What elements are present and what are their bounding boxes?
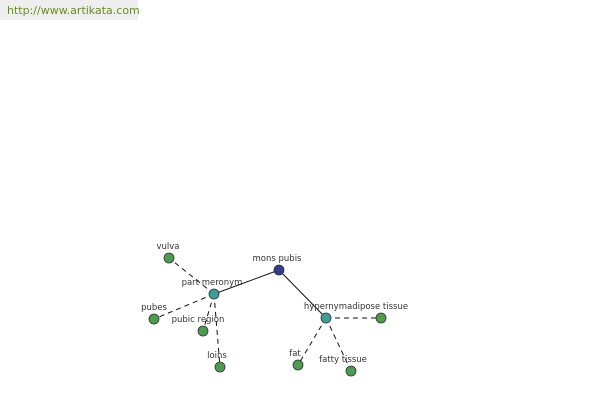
node-label-fatty-tissue: fatty tissue [319, 355, 367, 365]
node-label-mons-pubis: mons pubis [253, 254, 303, 264]
edge-mons-pubis-to-hypernym [278, 269, 327, 319]
node-fatty-tissue[interactable] [345, 365, 357, 377]
node-pubic-region[interactable] [197, 325, 209, 337]
node-label-fat: fat [289, 349, 301, 359]
node-label-loins: loins [207, 351, 227, 361]
node-adipose-tissue[interactable] [375, 312, 387, 324]
node-label-vulva: vulva [156, 242, 179, 252]
node-vulva[interactable] [163, 252, 175, 264]
graph-edges [153, 257, 381, 372]
edge-part-meronym-to-pubes [153, 293, 215, 320]
node-pubes[interactable] [148, 313, 160, 325]
node-part-meronym[interactable] [208, 288, 220, 300]
edge-hypernym-to-fatty-tissue [325, 317, 352, 372]
graph-labels: mons pubis part meronym hypernymadipose ti… [141, 242, 408, 365]
node-label-part-meronym: part meronym [182, 278, 243, 288]
node-label-hypernym: hypernymadipose tissue [304, 302, 408, 312]
node-label-pubic-region: pubic region [172, 315, 225, 325]
graph-nodes [148, 252, 387, 377]
node-hypernym[interactable] [320, 312, 332, 324]
edge-hypernym-to-fat [297, 317, 327, 366]
edge-part-meronym-to-vulva [168, 257, 215, 295]
edge-mons-pubis-to-part-meronym [213, 269, 280, 295]
node-fat[interactable] [292, 359, 304, 371]
source-url-banner[interactable]: http://www.artikata.com [0, 0, 140, 20]
edge-part-meronym-to-pubic-region [202, 293, 215, 332]
edge-part-meronym-to-loins [213, 293, 221, 368]
node-loins[interactable] [214, 361, 226, 373]
node-label-pubes: pubes [141, 303, 167, 313]
node-mons-pubis[interactable] [273, 264, 285, 276]
